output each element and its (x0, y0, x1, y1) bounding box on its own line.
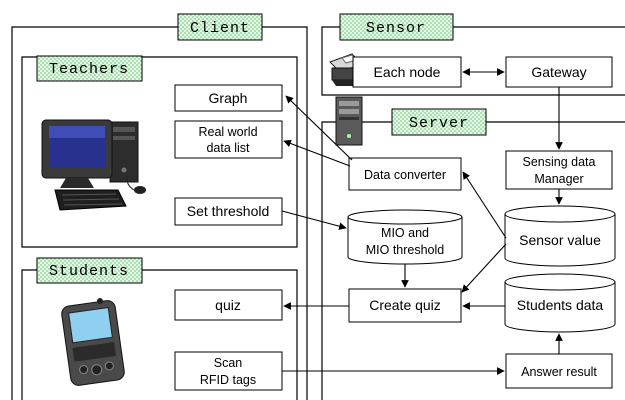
answer-result-label: Answer result (521, 365, 597, 379)
set-threshold-box: Set threshold (174, 197, 283, 226)
create-quiz-box: Create quiz (348, 288, 462, 323)
arrow-converter-datalist (283, 139, 351, 167)
client-label-box (177, 13, 263, 41)
scan-label-2: RFID tags (200, 373, 256, 387)
arrow-converter-graph (285, 95, 353, 161)
mio-label-2: MIO threshold (366, 243, 445, 257)
connector-arrows (281, 68, 563, 375)
graph-label: Graph (209, 90, 248, 106)
scan-label-1: Scan (214, 356, 243, 370)
arrow-sensorvalue-converter (462, 171, 507, 239)
data-converter-box: Data converter (348, 157, 462, 191)
sensor-label: Sensor (366, 20, 426, 37)
arrow-sensorvalue-createquiz (461, 243, 507, 293)
teachers-panel: Teachers (21, 55, 298, 248)
quiz-box: quiz (174, 289, 283, 321)
each-node-label: Each node (374, 64, 441, 80)
teachers-label-box (36, 55, 143, 82)
students-label-box (36, 257, 143, 284)
students-label: Students (49, 263, 129, 280)
sensor-label-box (339, 13, 454, 41)
server-label-box (391, 108, 487, 136)
students-panel: Students (21, 257, 298, 400)
real-world-label-1: Real world (198, 125, 257, 139)
server-tower-icon (335, 96, 363, 146)
scan-rfid-box: Scan RFID tags (174, 351, 283, 391)
desktop-computer-icon (41, 119, 146, 211)
students-data-label: Students data (517, 297, 604, 313)
sensor-section: Sensor (321, 13, 625, 96)
pda-device-icon (61, 298, 125, 386)
sensing-label-2: Manager (534, 172, 583, 186)
mio-label-1: MIO and (381, 226, 429, 240)
real-world-data-list-box: Real world data list (174, 120, 283, 159)
real-world-label-2: data list (206, 141, 250, 155)
client-section: Client (11, 13, 308, 400)
arrow-threshold-mio (281, 210, 347, 230)
mio-threshold-database: MIO and MIO threshold (347, 209, 463, 265)
graph-box: Graph (174, 84, 283, 112)
gateway-box: Gateway (505, 56, 613, 88)
server-label: Server (409, 115, 469, 132)
students-data-database: Students data (504, 273, 616, 333)
sensing-label-1: Sensing data (523, 155, 596, 169)
sensor-value-label: Sensor value (519, 232, 601, 248)
sensor-value-database: Sensor value (504, 205, 616, 267)
client-label: Client (190, 20, 250, 37)
server-section: Server (321, 108, 625, 400)
create-quiz-label: Create quiz (369, 297, 441, 313)
answer-result-box: Answer result (505, 353, 613, 389)
data-converter-label: Data converter (364, 168, 446, 182)
each-node-box: Each node (352, 56, 462, 88)
sensing-data-manager-box: Sensing data Manager (505, 150, 613, 190)
gateway-label: Gateway (531, 64, 586, 80)
quiz-label: quiz (215, 297, 241, 313)
teachers-label: Teachers (49, 61, 129, 78)
set-threshold-label: Set threshold (187, 203, 270, 219)
